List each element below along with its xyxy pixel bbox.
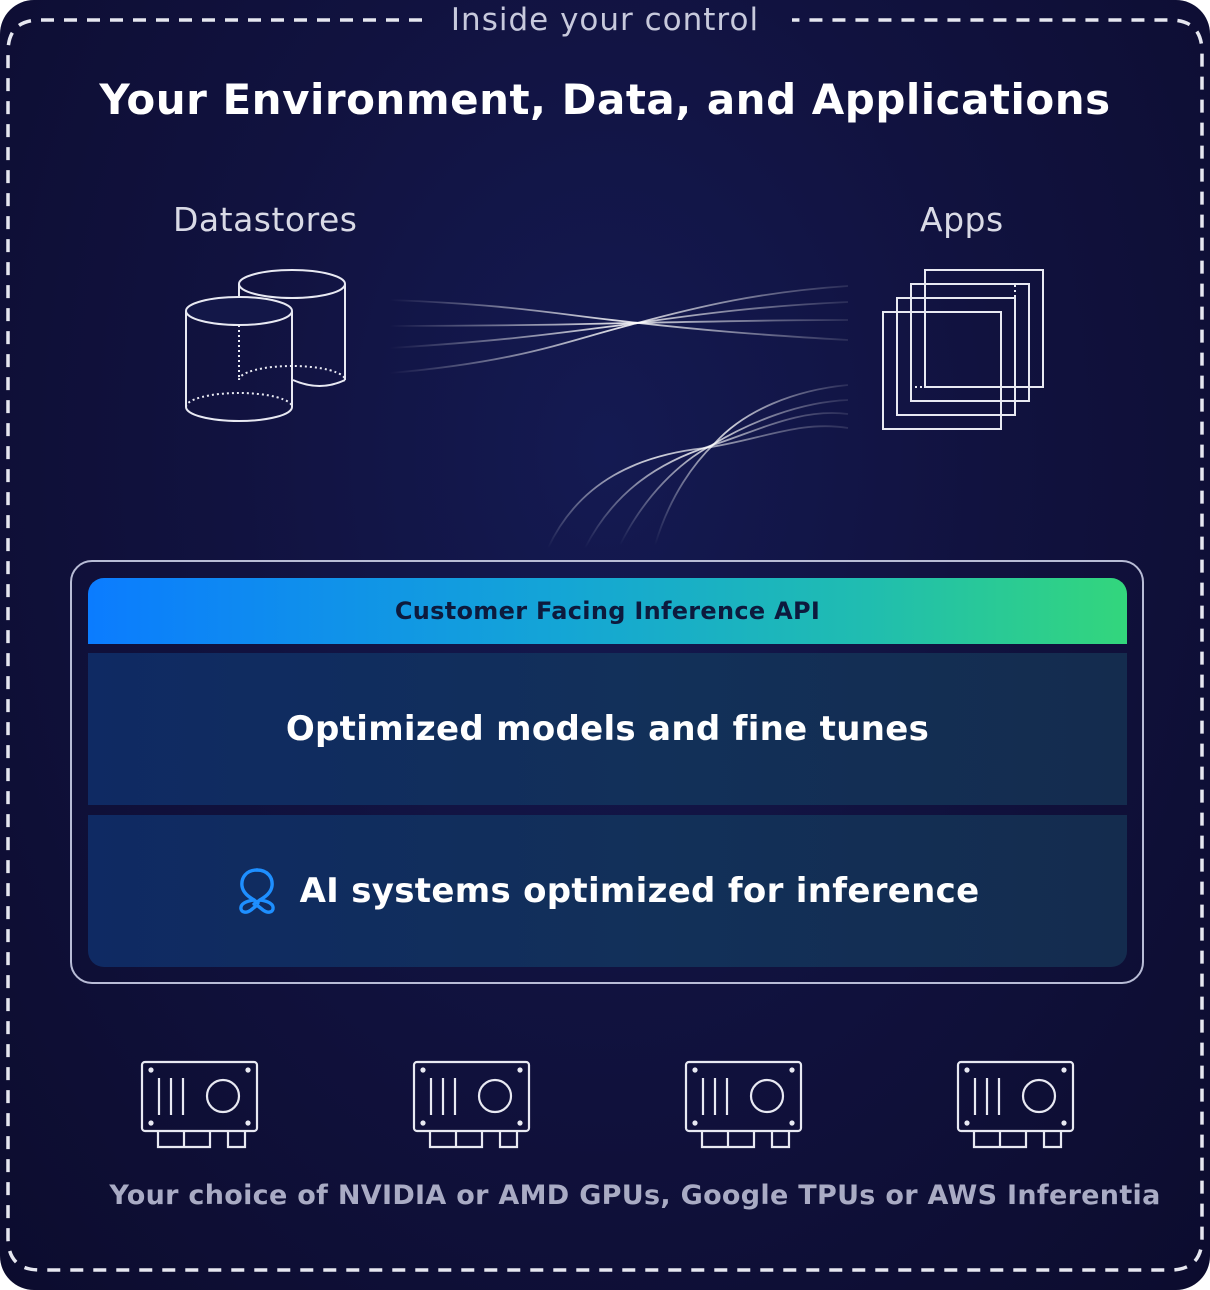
apps-label: Apps bbox=[920, 200, 1004, 239]
inference-api-label: Customer Facing Inference API bbox=[394, 597, 821, 625]
diagram-title: Your Environment, Data, and Applications bbox=[99, 75, 1111, 124]
gpu-card-icon bbox=[140, 1060, 259, 1149]
systems-layer: AI systems optimized for inference bbox=[88, 815, 1127, 967]
data-flow-lines bbox=[389, 285, 849, 374]
gpu-card-icon bbox=[684, 1060, 803, 1149]
gpu-card-icon bbox=[412, 1060, 531, 1149]
platform-stack bbox=[70, 560, 1144, 984]
api-flow-lines bbox=[547, 384, 849, 549]
inference-api-layer: Customer Facing Inference API bbox=[88, 578, 1127, 644]
database-icon bbox=[185, 269, 346, 422]
models-layer: Optimized models and fine tunes bbox=[88, 653, 1127, 805]
datastores-label: Datastores bbox=[173, 200, 358, 239]
brand-logo-icon bbox=[238, 868, 275, 914]
models-layer-label: Optimized models and fine tunes bbox=[285, 709, 930, 749]
gpu-card-icon bbox=[956, 1060, 1075, 1149]
apps-stack-icon bbox=[882, 269, 1044, 430]
hardware-caption: Your choice of NVIDIA or AMD GPUs, Googl… bbox=[109, 1180, 1161, 1211]
systems-layer-label: AI systems optimized for inference bbox=[299, 871, 980, 911]
boundary-label: Inside your control bbox=[450, 2, 760, 38]
